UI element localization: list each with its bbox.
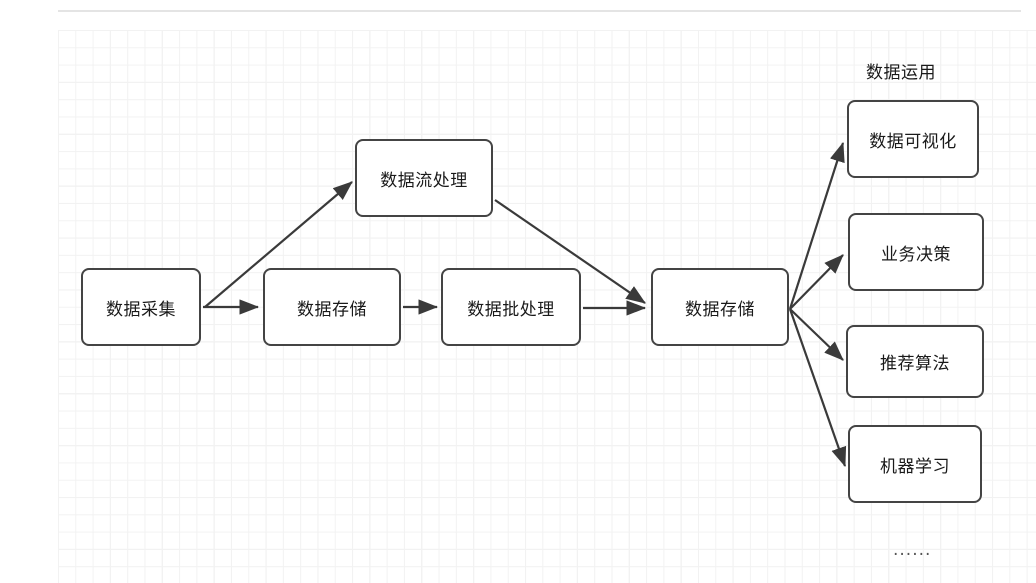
node-stream[interactable]: 数据流处理: [355, 139, 493, 217]
node-label: 数据存储: [297, 299, 367, 320]
node-label: 机器学习: [880, 456, 950, 477]
node-ml[interactable]: 机器学习: [848, 425, 982, 503]
node-label: 数据采集: [106, 299, 176, 320]
node-label: 推荐算法: [880, 354, 950, 374]
node-label: 数据存储: [685, 299, 755, 320]
group-title-data-usage: 数据运用: [866, 63, 936, 83]
node-visualize[interactable]: 数据可视化: [847, 100, 979, 178]
node-decision[interactable]: 业务决策: [848, 213, 984, 291]
node-collect[interactable]: 数据采集: [81, 268, 201, 346]
node-batch[interactable]: 数据批处理: [441, 268, 581, 346]
node-label: 数据可视化: [869, 131, 957, 152]
node-label: 数据流处理: [380, 170, 468, 191]
node-label: 业务决策: [881, 244, 951, 265]
more-items-ellipsis: ......: [893, 540, 932, 560]
node-store1[interactable]: 数据存储: [263, 268, 401, 346]
node-recommend[interactable]: 推荐算法: [846, 325, 984, 398]
node-store2[interactable]: 数据存储: [651, 268, 789, 346]
node-label: 数据批处理: [467, 299, 555, 320]
top-rule-divider: [58, 10, 1021, 12]
